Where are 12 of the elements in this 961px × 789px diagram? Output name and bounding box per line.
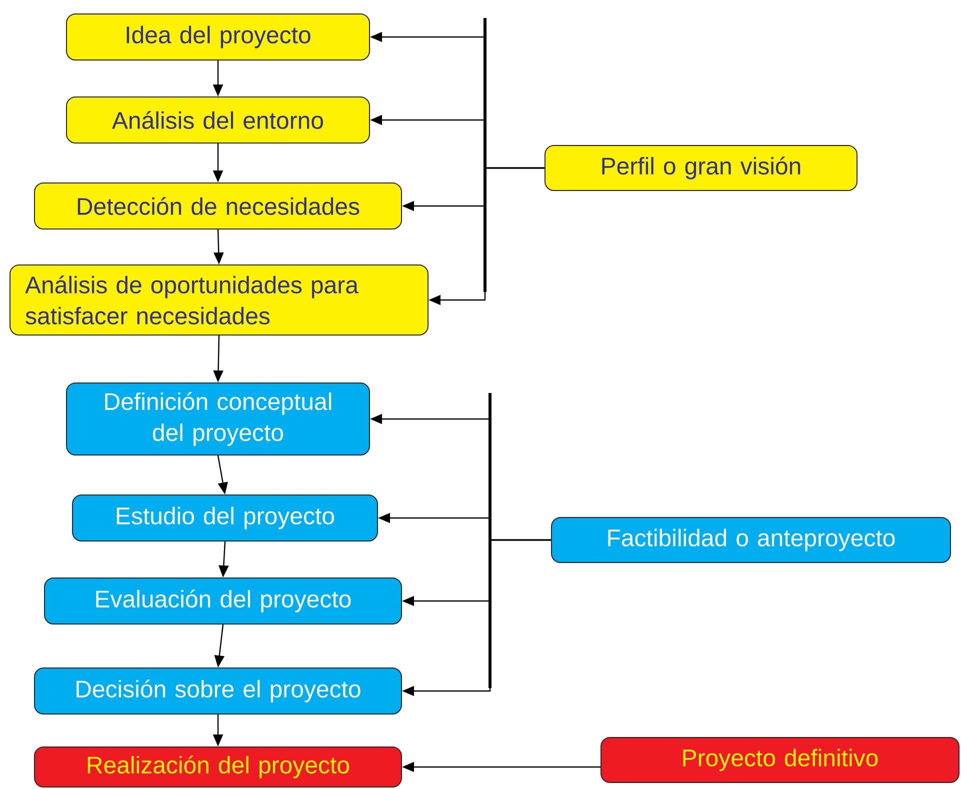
- process-box: Proyecto definitivo: [600, 737, 960, 783]
- process-box: Evaluación del proyecto: [44, 578, 402, 624]
- process-box: Decisión sobre el proyecto: [34, 668, 402, 714]
- process-box: Estudio del proyecto: [72, 494, 378, 542]
- process-box: Detección de necesidades: [34, 182, 402, 230]
- process-box: Idea del proyecto: [66, 14, 370, 60]
- process-box: Análisis del entorno: [66, 96, 370, 144]
- process-box: Perfil o gran visión: [544, 145, 858, 191]
- process-box: Análisis de oportunidades para satisfacer necesidades: [10, 264, 428, 336]
- process-box: Realización del proyecto: [34, 746, 402, 788]
- process-box: Factibilidad o anteproyecto: [551, 517, 951, 563]
- process-box: Definición conceptual del proyecto: [66, 382, 370, 456]
